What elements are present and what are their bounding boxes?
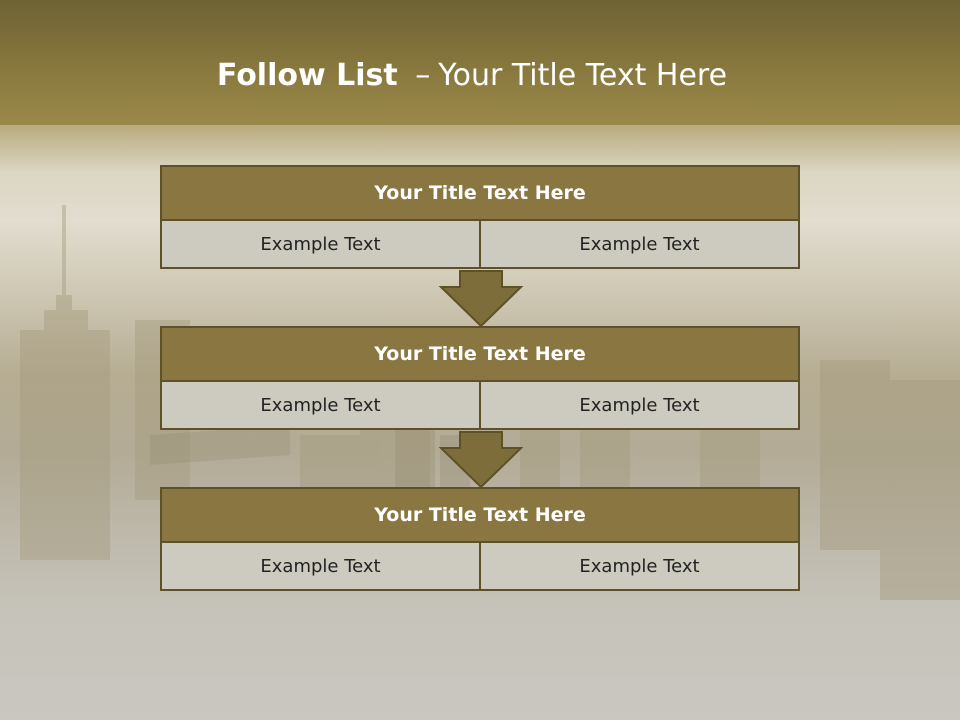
block-left-cell: Example Text bbox=[160, 380, 481, 430]
slide-title: Follow List –Your Title Text Here bbox=[0, 52, 944, 100]
title-separator: – bbox=[415, 58, 431, 93]
block-title: Your Title Text Here bbox=[160, 326, 800, 382]
block-row: Example Text Example Text bbox=[160, 380, 800, 430]
header-band bbox=[0, 0, 960, 135]
down-arrow-icon bbox=[438, 431, 524, 489]
block-right-cell: Example Text bbox=[479, 219, 800, 269]
block-row: Example Text Example Text bbox=[160, 219, 800, 269]
block-title: Your Title Text Here bbox=[160, 165, 800, 221]
block-right-cell: Example Text bbox=[479, 541, 800, 591]
block-left-cell: Example Text bbox=[160, 219, 481, 269]
list-block-3: Your Title Text Here Example Text Exampl… bbox=[160, 487, 800, 591]
title-rest-text: Your Title Text Here bbox=[438, 58, 728, 93]
title-bold-text: Follow List bbox=[216, 58, 398, 93]
block-left-cell: Example Text bbox=[160, 541, 481, 591]
block-right-cell: Example Text bbox=[479, 380, 800, 430]
block-row: Example Text Example Text bbox=[160, 541, 800, 591]
down-arrow-icon bbox=[438, 270, 524, 328]
list-block-2: Your Title Text Here Example Text Exampl… bbox=[160, 326, 800, 430]
list-block-1: Your Title Text Here Example Text Exampl… bbox=[160, 165, 800, 269]
block-title: Your Title Text Here bbox=[160, 487, 800, 543]
